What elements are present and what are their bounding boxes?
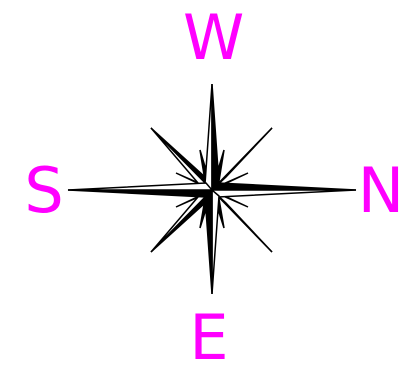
cardinal-point-bottom [205, 190, 212, 294]
cardinal-point-left [68, 183, 212, 190]
cardinal-point-top [205, 84, 212, 190]
direction-label-top: W [183, 7, 243, 69]
direction-label-right: N [356, 160, 401, 222]
cardinal-point-left [68, 190, 212, 197]
direction-label-left: S [20, 160, 68, 222]
cardinal-star-points [68, 84, 356, 294]
cardinal-point-right [212, 190, 356, 197]
cardinal-point-bottom [212, 190, 219, 294]
cardinal-point-top [212, 84, 219, 190]
cardinal-point-right [212, 183, 356, 190]
direction-label-bottom: E [183, 307, 235, 369]
diagonal-point [212, 190, 272, 252]
